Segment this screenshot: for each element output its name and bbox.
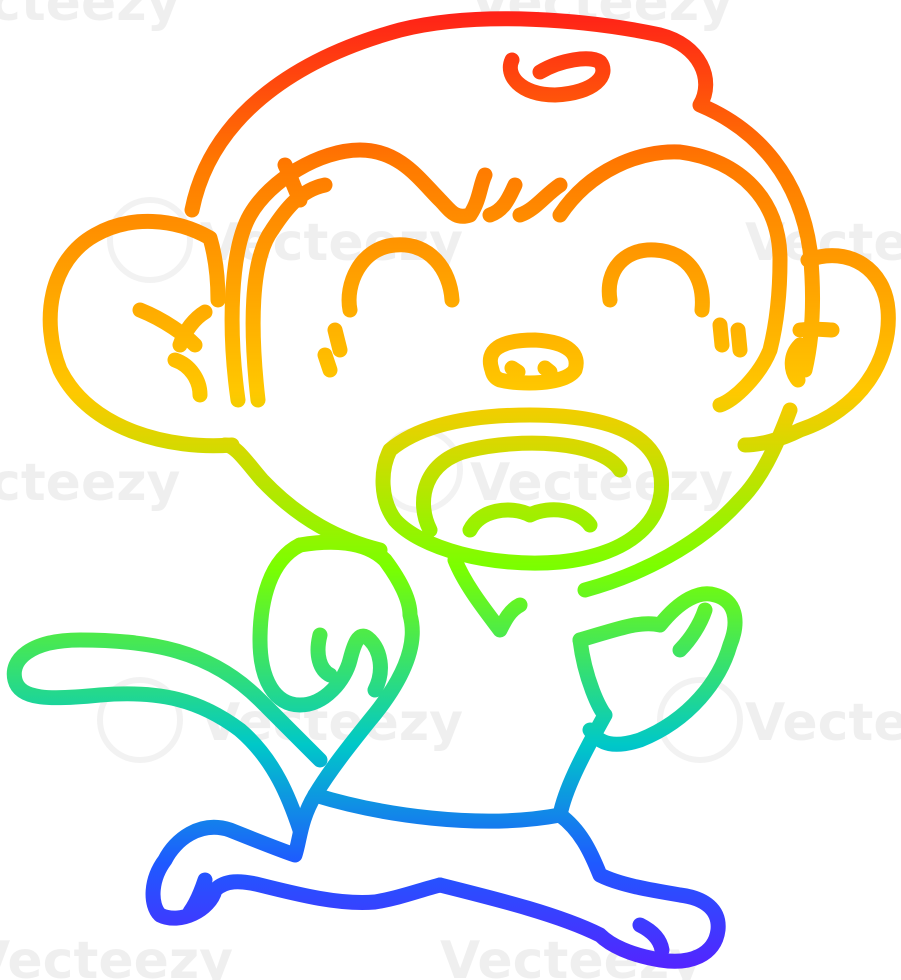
left-leg	[145, 787, 448, 926]
left-fist	[310, 627, 338, 683]
shirt-collar	[447, 552, 528, 638]
left-foot	[182, 872, 213, 920]
right-hand-finger	[672, 602, 713, 658]
watermark-text: cteezy	[0, 0, 180, 33]
nose	[482, 332, 584, 391]
watermark-text: cteezy	[0, 453, 180, 513]
mouth-open	[416, 435, 628, 538]
left-arm	[252, 537, 388, 713]
right-ear	[737, 248, 896, 453]
monkey-line-art	[6, 11, 896, 969]
cheek-marks-left	[317, 322, 348, 378]
face-mask	[224, 142, 788, 413]
left-eye-closed	[341, 237, 460, 318]
right-ear-inner	[784, 321, 840, 388]
right-arm	[572, 586, 743, 752]
watermark-text: Vecteezy	[0, 931, 233, 980]
tail	[6, 632, 328, 838]
left-ear	[42, 214, 240, 454]
face-inner-left	[245, 157, 333, 408]
shirt-body	[292, 534, 613, 823]
right-eye-closed	[601, 242, 710, 318]
left-ear-inner	[132, 302, 213, 403]
pants-waist	[307, 787, 568, 829]
right-foot	[632, 917, 670, 958]
hair-curl	[502, 51, 611, 103]
tongue	[462, 502, 598, 538]
cheek-marks-right	[712, 317, 748, 358]
nostrils	[504, 360, 558, 380]
right-leg	[432, 807, 726, 969]
watermark-text: Vecte	[745, 693, 901, 753]
mouth-outline	[375, 407, 669, 571]
